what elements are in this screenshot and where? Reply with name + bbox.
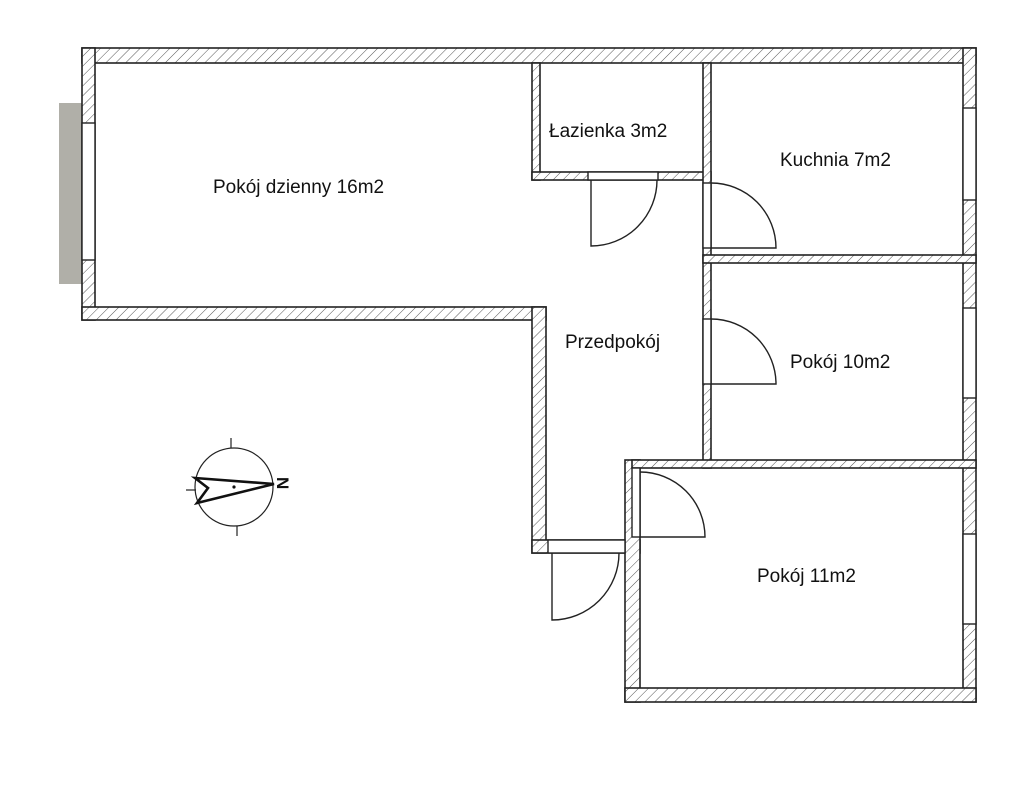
room-label-hallway: Przedpokój <box>565 332 660 353</box>
walls <box>81 47 977 703</box>
room-label-room11: Pokój 11m2 <box>757 566 856 587</box>
window-kitchen <box>962 107 977 201</box>
door-kitchen <box>710 182 777 249</box>
wall-top <box>81 47 977 64</box>
wall-living-bottom <box>81 306 547 321</box>
compass-icon: N <box>186 438 292 536</box>
doorway-bathroom <box>587 171 659 181</box>
room-label-bathroom: Łazienka 3m2 <box>549 121 667 142</box>
wall-room10-bottom <box>631 459 977 469</box>
room-label-living: Pokój dzienny 16m2 <box>213 177 384 198</box>
doorway-entrance <box>547 539 626 554</box>
doors <box>551 179 777 621</box>
doorway-room10 <box>702 318 712 385</box>
window-living <box>81 122 96 261</box>
wall-bottom <box>624 687 977 703</box>
openings <box>81 107 977 625</box>
doorway-kitchen <box>702 182 712 249</box>
room-label-room10: Pokój 10m2 <box>790 352 890 373</box>
wall-bath-left <box>531 62 541 181</box>
wall-central <box>702 62 712 469</box>
door-bathroom <box>590 179 658 247</box>
doorway-room11 <box>631 467 641 538</box>
balcony <box>59 103 82 284</box>
door-room10 <box>710 318 777 385</box>
door-room11 <box>639 471 706 538</box>
room-label-kitchen: Kuchnia 7m2 <box>780 150 891 171</box>
window-room11 <box>962 533 977 625</box>
wall-hall-left <box>531 306 547 554</box>
wall-kitchen-bottom <box>702 254 977 264</box>
window-room10 <box>962 307 977 399</box>
door-entrance <box>551 552 620 621</box>
compass-north-label: N <box>273 477 292 489</box>
